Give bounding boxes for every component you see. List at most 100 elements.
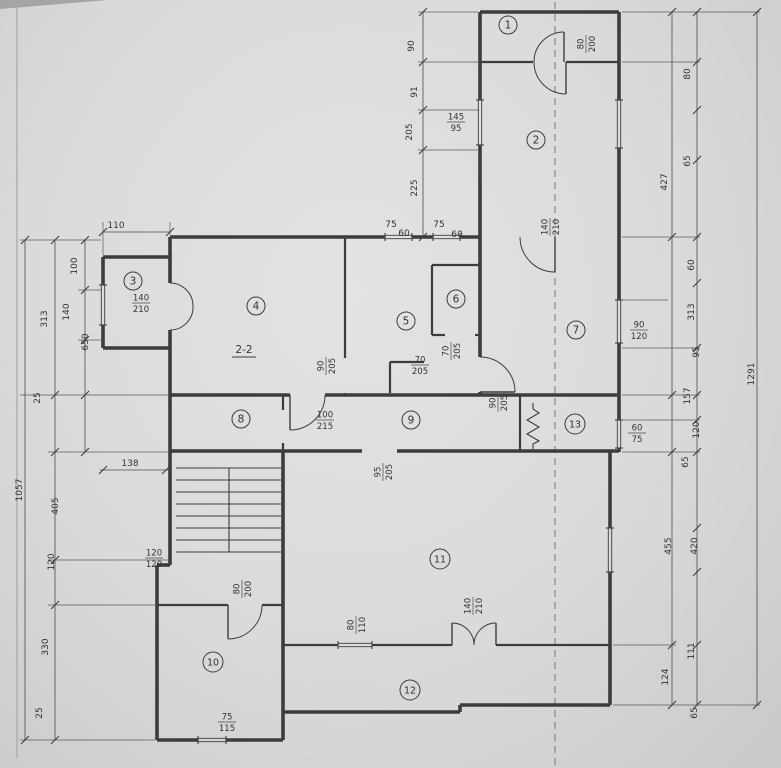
svg-text:110: 110 bbox=[358, 617, 368, 633]
svg-text:205: 205 bbox=[412, 367, 428, 377]
svg-text:70: 70 bbox=[415, 356, 426, 366]
dimension-label: 455 bbox=[664, 537, 674, 554]
svg-text:11: 11 bbox=[434, 554, 446, 565]
svg-text:100: 100 bbox=[317, 411, 333, 421]
paper-artifacts bbox=[0, 0, 556, 766]
room-number-5: 5 bbox=[396, 311, 416, 331]
dimension-label: 60 bbox=[398, 229, 410, 239]
walls bbox=[101, 10, 621, 742]
svg-text:12: 12 bbox=[404, 685, 416, 696]
svg-text:4: 4 bbox=[253, 300, 260, 312]
svg-text:9: 9 bbox=[408, 414, 415, 426]
svg-text:95: 95 bbox=[451, 124, 462, 134]
room-number-8: 8 bbox=[231, 409, 251, 429]
svg-text:140: 140 bbox=[464, 598, 474, 614]
dimension-label: 1291 bbox=[747, 363, 757, 386]
dimension-label: 60 bbox=[687, 259, 697, 271]
svg-text:90: 90 bbox=[489, 398, 499, 409]
svg-text:5: 5 bbox=[403, 315, 410, 327]
dimension-label: 650 bbox=[81, 333, 91, 350]
windows bbox=[99, 99, 623, 744]
room-number-13: 13 bbox=[564, 413, 586, 435]
dimension-label: 157 bbox=[683, 387, 693, 404]
dimension-label: 110 bbox=[107, 221, 124, 231]
svg-text:13: 13 bbox=[569, 419, 581, 430]
svg-text:215: 215 bbox=[317, 422, 333, 432]
dimension-lines bbox=[20, 7, 762, 745]
dimension-label: 205 bbox=[405, 123, 415, 140]
room-number-6: 6 bbox=[446, 289, 466, 309]
svg-text:7: 7 bbox=[573, 324, 580, 336]
svg-text:120: 120 bbox=[146, 560, 162, 570]
svg-text:115: 115 bbox=[219, 724, 235, 734]
dimension-label: 91 bbox=[410, 86, 420, 97]
dimension-label: 420 bbox=[690, 537, 700, 554]
dimension-label: 60 bbox=[451, 230, 463, 240]
section-label: 2-2 bbox=[235, 344, 252, 356]
svg-text:80: 80 bbox=[577, 39, 587, 50]
svg-text:205: 205 bbox=[500, 395, 510, 411]
dimension-label: 111 bbox=[687, 642, 697, 659]
room-number-12: 12 bbox=[399, 679, 421, 701]
dimension-label: 140 bbox=[62, 303, 72, 320]
dimension-label: 313 bbox=[687, 303, 697, 320]
svg-text:140: 140 bbox=[133, 294, 149, 304]
dimension-label: 95 bbox=[692, 346, 702, 357]
svg-text:90: 90 bbox=[317, 361, 327, 372]
radiator-symbol bbox=[525, 403, 541, 449]
dimension-label: 313 bbox=[40, 310, 50, 327]
dimension-label: 330 bbox=[41, 638, 51, 655]
room-number-11: 11 bbox=[429, 548, 451, 570]
dimension-label: 90 bbox=[407, 40, 417, 52]
room-number-2: 2 bbox=[526, 130, 546, 150]
dimension-label: 65 bbox=[681, 456, 691, 467]
dimension-label: 80 bbox=[683, 68, 693, 80]
dimension-label: 405 bbox=[51, 497, 61, 514]
stairs bbox=[176, 467, 281, 553]
dimension-label: 25 bbox=[33, 392, 43, 403]
svg-text:145: 145 bbox=[448, 113, 464, 123]
svg-text:60: 60 bbox=[632, 424, 643, 434]
svg-text:205: 205 bbox=[453, 343, 463, 359]
svg-text:205: 205 bbox=[385, 464, 395, 480]
svg-text:210: 210 bbox=[133, 305, 149, 315]
svg-text:95: 95 bbox=[374, 467, 384, 478]
dimension-label: 65 bbox=[683, 155, 693, 166]
svg-text:205: 205 bbox=[328, 358, 338, 374]
dimension-label: 25 bbox=[35, 707, 45, 718]
svg-text:3: 3 bbox=[130, 275, 137, 287]
dimension-label: 124 bbox=[661, 668, 671, 685]
dimension-label: 65 bbox=[690, 707, 700, 718]
svg-text:8: 8 bbox=[238, 413, 245, 425]
dimension-label: 427 bbox=[660, 173, 670, 190]
svg-text:2: 2 bbox=[533, 134, 540, 146]
svg-text:6: 6 bbox=[453, 293, 460, 305]
labels: 1101001403136502510574051203302590912052… bbox=[15, 35, 757, 734]
svg-text:75: 75 bbox=[222, 713, 233, 723]
svg-text:210: 210 bbox=[552, 219, 562, 235]
svg-text:80: 80 bbox=[233, 584, 243, 595]
svg-text:120: 120 bbox=[631, 332, 647, 342]
dimension-label: 225 bbox=[410, 179, 420, 196]
svg-text:90: 90 bbox=[634, 321, 645, 331]
svg-text:120: 120 bbox=[146, 549, 162, 559]
room-number-3: 3 bbox=[123, 271, 143, 291]
svg-text:210: 210 bbox=[475, 598, 485, 614]
